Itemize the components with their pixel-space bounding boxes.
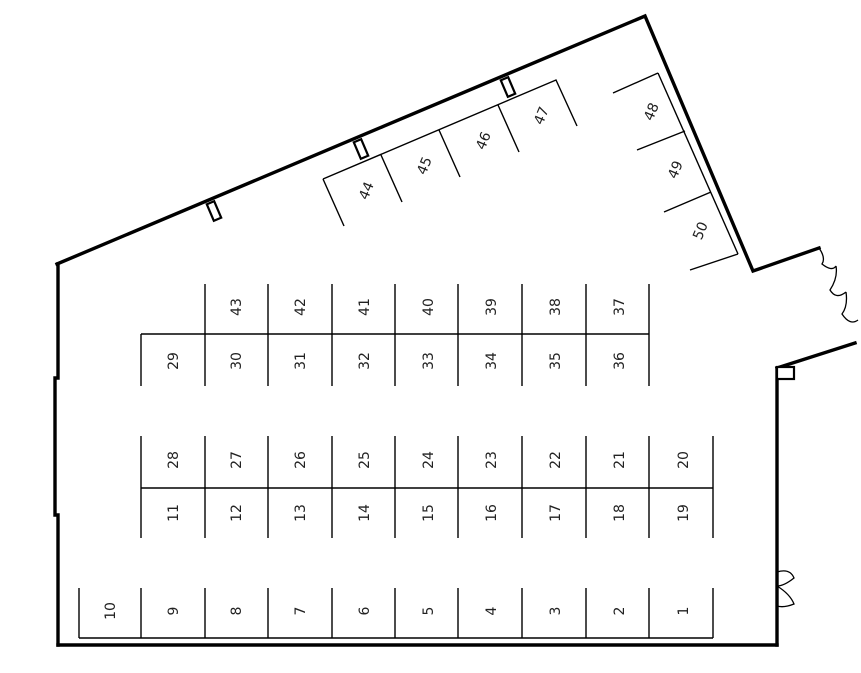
- wall-features: [205, 75, 796, 381]
- stall-number-31: 31: [293, 352, 309, 370]
- outer-walls: [53, 13, 858, 647]
- stall-divider: [689, 253, 739, 271]
- angled-row-baseline: [322, 79, 578, 180]
- stall-number-29: 29: [166, 352, 182, 370]
- stall-number-4: 4: [484, 606, 500, 615]
- stall-number-32: 32: [357, 352, 373, 370]
- stall-number-24: 24: [421, 451, 437, 469]
- stall-number-9: 9: [166, 607, 182, 616]
- north-wall: [54, 13, 822, 274]
- column-2: [352, 137, 370, 161]
- stall-number-48: 48: [641, 101, 663, 124]
- stall-number-25: 25: [357, 451, 373, 469]
- stall-number-44: 44: [356, 180, 378, 203]
- stall-divider: [663, 191, 712, 213]
- stall-divider: [322, 178, 345, 227]
- stall-number-39: 39: [484, 298, 500, 316]
- stall-number-3: 3: [548, 607, 564, 616]
- stall-number-1: 1: [676, 607, 692, 616]
- stall-number-40: 40: [421, 298, 437, 316]
- column-3: [499, 75, 517, 99]
- stall-number-35: 35: [548, 352, 564, 370]
- stall-number-37: 37: [612, 298, 628, 316]
- stall-numbers: 1 2 3 4 5 6 7 8 9 10 11 12 13 14 15 16 1…: [103, 101, 712, 620]
- stall-number-34: 34: [484, 352, 500, 370]
- stall-number-43: 43: [229, 298, 245, 316]
- stall-number-17: 17: [548, 504, 564, 522]
- stall-number-14: 14: [357, 504, 373, 522]
- stall-number-49: 49: [665, 159, 687, 182]
- stall-number-12: 12: [229, 504, 245, 522]
- stall-number-28: 28: [166, 451, 182, 469]
- stall-number-11: 11: [166, 504, 182, 522]
- stall-number-23: 23: [484, 451, 500, 469]
- stall-divider: [612, 72, 659, 94]
- stall-number-27: 27: [229, 451, 245, 469]
- stall-number-50: 50: [690, 220, 712, 243]
- stall-number-38: 38: [548, 298, 564, 316]
- stall-number-19: 19: [676, 504, 692, 522]
- stall-number-6: 6: [357, 606, 373, 615]
- stall-divider: [497, 104, 520, 153]
- stall-number-22: 22: [548, 451, 564, 469]
- stall-number-15: 15: [421, 504, 437, 522]
- east-double-door: [818, 247, 859, 323]
- east-post: [775, 365, 796, 381]
- stall-number-5: 5: [421, 607, 437, 616]
- south-east-door: [776, 570, 795, 608]
- stall-number-18: 18: [612, 504, 628, 522]
- stall-number-21: 21: [612, 451, 628, 469]
- stall-number-45: 45: [414, 155, 436, 178]
- stall-number-41: 41: [357, 298, 373, 316]
- stall-number-20: 20: [676, 451, 692, 469]
- stall-divider: [380, 154, 403, 203]
- stall-number-13: 13: [293, 504, 309, 522]
- doors: [776, 247, 859, 608]
- stall-number-42: 42: [293, 298, 309, 316]
- stall-divider: [636, 130, 686, 151]
- stall-number-30: 30: [229, 352, 245, 370]
- stall-number-36: 36: [612, 352, 628, 370]
- stall-number-10: 10: [103, 602, 119, 620]
- stall-dividers: [78, 72, 739, 639]
- east-wall-segment: [774, 340, 858, 371]
- right-row-baseline: [657, 72, 739, 255]
- stall-divider: [438, 129, 461, 178]
- stall-number-47: 47: [531, 105, 553, 128]
- stall-number-8: 8: [229, 607, 245, 616]
- stall-number-26: 26: [293, 451, 309, 469]
- column-1: [205, 199, 223, 223]
- stall-number-46: 46: [473, 130, 495, 153]
- stall-number-33: 33: [421, 352, 437, 370]
- stall-number-16: 16: [484, 504, 500, 522]
- stall-number-2: 2: [612, 607, 628, 616]
- stall-number-7: 7: [293, 607, 309, 616]
